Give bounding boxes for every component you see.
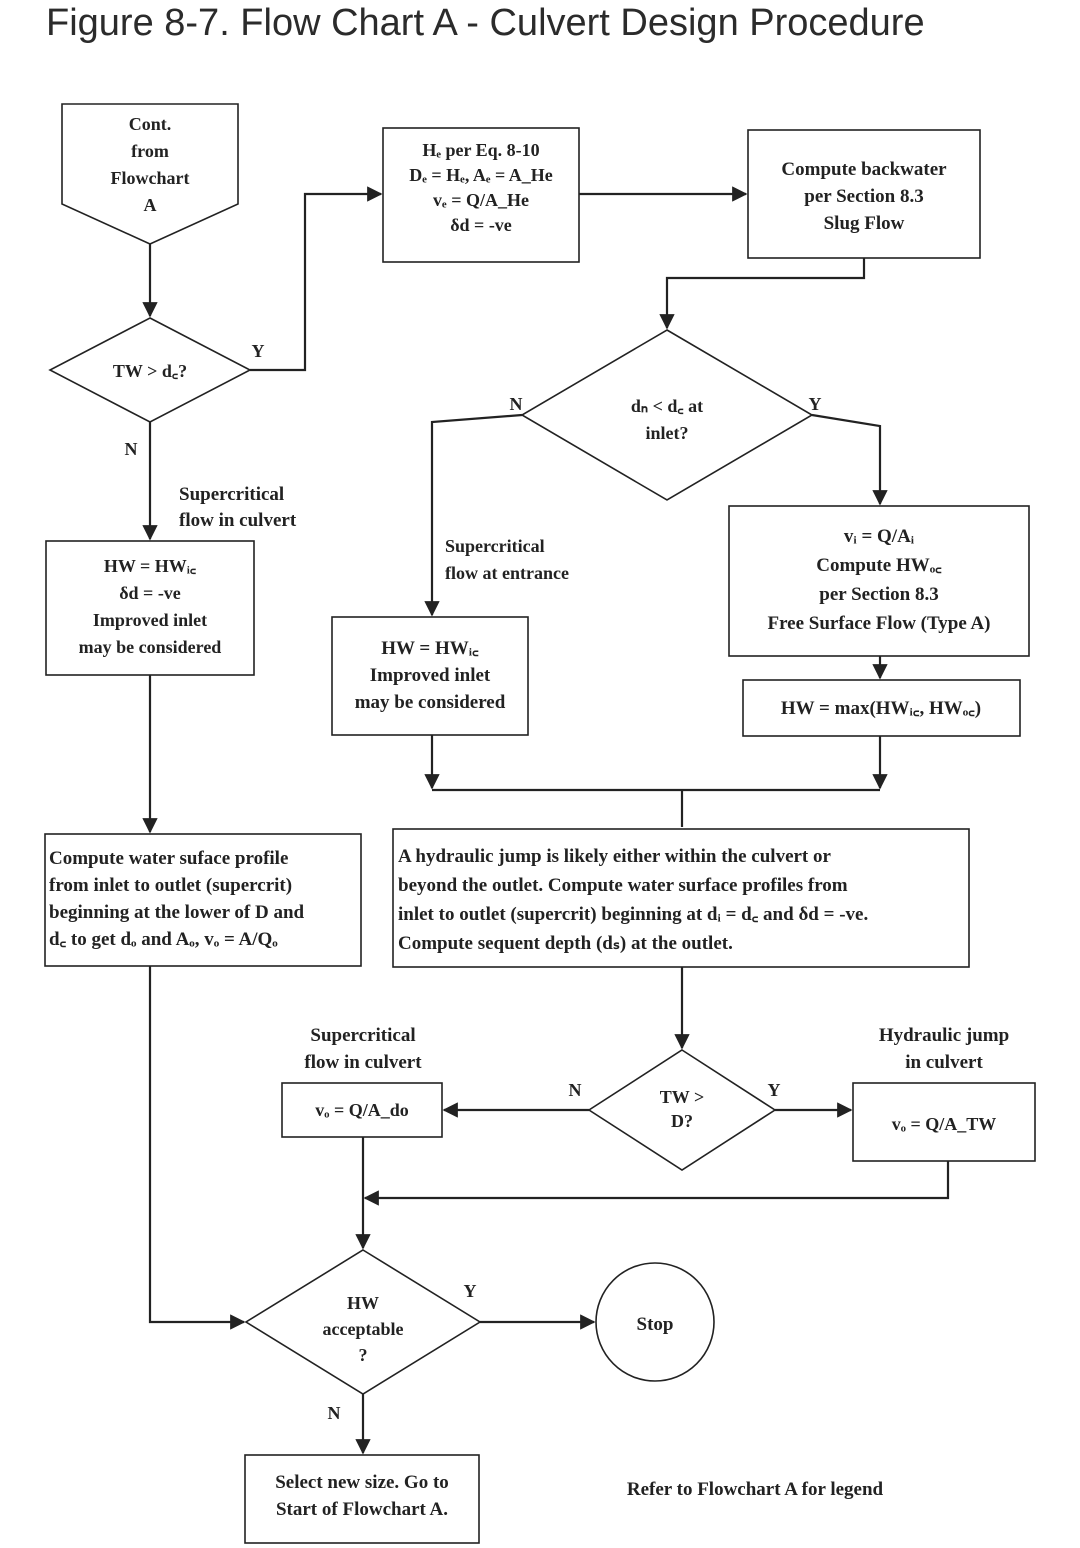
super-entrance-label-line-2: flow at entrance — [445, 563, 569, 583]
tw-d-text-line-2: D? — [671, 1111, 693, 1131]
hw1-text-line-2: δd = -ve — [119, 583, 181, 603]
select-text-line-2: Start of Flowchart A. — [276, 1499, 448, 1520]
vo-ado-text-line-1: vₒ = Q/A_do — [315, 1100, 408, 1120]
backwater-text-line-1: Compute backwater — [781, 159, 947, 180]
figure-title: Figure 8-7. Flow Chart A - Culvert Desig… — [46, 2, 925, 44]
profile-text-line-2: from inlet to outlet (supercrit) — [49, 875, 292, 896]
backwater-text-line-2: per Section 8.3 — [804, 186, 923, 207]
hw-ok-text-line-1: HW — [347, 1293, 379, 1313]
arrow-backwater-to-dn-dc — [659, 258, 866, 330]
vo-atw-text-line-1: vₒ = Q/A_TW — [892, 1114, 996, 1134]
he-equation-box — [382, 127, 580, 263]
vi-text-line-2: Compute HWₒ꜀ — [816, 555, 942, 576]
profile-text-line-3: beginning at the lower of D and — [49, 902, 305, 923]
label-n-tw-dc: N — [125, 439, 138, 459]
label-y-tw-dc: Y — [252, 341, 265, 361]
super-culvert2-label-line-1: Supercritical — [310, 1025, 415, 1046]
hwmax-text-line-1: HW = max(HWᵢ꜀, HWₒ꜀) — [781, 698, 981, 719]
tw-d-decision — [587, 1049, 777, 1171]
label-y-tw-d: Y — [768, 1080, 781, 1100]
he-text-line-3: vₑ = Q/A_He — [433, 190, 529, 210]
hw-ok-text-line-3: ? — [359, 1345, 368, 1365]
label-n-dn-dc: N — [510, 394, 523, 414]
stop-text-line-1: Stop — [637, 1314, 674, 1335]
hw2-text-line-1: HW = HWᵢ꜀ — [381, 638, 479, 659]
compute-hwoc-box — [728, 505, 1030, 657]
arrow-tw-dc-yes — [250, 186, 383, 372]
profile-text-line-4: d꜀ to get dₒ and Aₒ, vₒ = A/Qₒ — [49, 929, 278, 950]
vo-atw-box — [852, 1082, 1036, 1162]
he-text-line-1: Hₑ per Eq. 8-10 — [422, 140, 539, 160]
dn-dc-text-line-1: dₙ < d꜀ at — [631, 396, 703, 416]
tw-d-text-line-1: TW > — [660, 1087, 704, 1107]
label-n-tw-d: N — [569, 1080, 582, 1100]
hw1-text-line-4: may be considered — [79, 637, 222, 657]
backwater-text-line-3: Slug Flow — [824, 213, 905, 234]
he-text-line-2: Dₑ = Hₑ, Aₑ = A_He — [409, 165, 553, 185]
hw2-text-line-2: Improved inlet — [370, 665, 491, 686]
hw2-text-line-3: may be considered — [355, 692, 506, 713]
arrow-dn-dc-yes — [811, 413, 888, 506]
hw-ok-text-line-2: acceptable — [323, 1319, 404, 1339]
hw1-text-line-1: HW = HWᵢ꜀ — [104, 556, 196, 576]
jump-text-line-3: inlet to outlet (supercrit) beginning at… — [398, 904, 868, 925]
start-text-line-1: Cont. — [129, 114, 172, 134]
jump-text-line-2: beyond the outlet. Compute water surface… — [398, 875, 848, 896]
start-text-line-2: from — [131, 141, 169, 161]
jump-text-line-1: A hydraulic jump is likely either within… — [398, 846, 832, 867]
profile-text-line-1: Compute water suface profile — [49, 848, 288, 869]
arrow-dn-dc-no — [424, 413, 523, 617]
hw-hwic-box — [45, 540, 255, 676]
arrow-profile-to-hw-ok — [148, 966, 246, 1330]
vo-ado-box — [281, 1082, 443, 1138]
super-culvert2-label-line-2: flow in culvert — [304, 1052, 422, 1073]
he-text-line-4: δd = -ve — [450, 215, 512, 235]
super-culvert1-label-line-1: Supercritical — [179, 484, 284, 505]
label-n-hw-ok: N — [328, 1403, 341, 1423]
legend-note-line-1: Refer to Flowchart A for legend — [627, 1479, 884, 1500]
tw-dc-text-line-1: TW > d꜀? — [113, 361, 187, 381]
label-y-dn-dc: Y — [809, 394, 822, 414]
super-entrance-label-line-1: Supercritical — [445, 536, 545, 556]
stop-terminal — [595, 1262, 715, 1382]
label-y-hw-ok: Y — [464, 1281, 477, 1301]
dn-dc-decision — [520, 329, 814, 501]
select-new-size-box — [244, 1454, 480, 1544]
hw-max-box — [742, 679, 1021, 737]
dn-dc-text-line-2: inlet? — [646, 423, 689, 443]
select-text-line-1: Select new size. Go to — [275, 1472, 449, 1493]
super-culvert1-label-line-2: flow in culvert — [179, 510, 297, 531]
start-offpage-connector — [61, 103, 239, 245]
compute-backwater-box — [747, 129, 981, 259]
hydraulic-jump-box — [392, 828, 970, 968]
vi-text-line-4: Free Surface Flow (Type A) — [767, 613, 990, 634]
jump-culvert-label-line-1: Hydraulic jump — [879, 1025, 1009, 1046]
water-surface-profile-box — [44, 833, 362, 967]
vi-text-line-1: vᵢ = Q/Aᵢ — [844, 526, 915, 547]
arrow-vo-atw-return — [363, 1161, 950, 1206]
hw-hwic-improved-box — [331, 616, 529, 736]
start-text-line-4: A — [144, 195, 157, 215]
start-text-line-3: Flowchart — [111, 168, 190, 188]
jump-text-line-4: Compute sequent depth (dₛ) at the outlet… — [398, 933, 733, 954]
hw1-text-line-3: Improved inlet — [93, 610, 207, 630]
vi-text-line-3: per Section 8.3 — [819, 584, 938, 605]
jump-culvert-label-line-2: in culvert — [905, 1052, 983, 1073]
